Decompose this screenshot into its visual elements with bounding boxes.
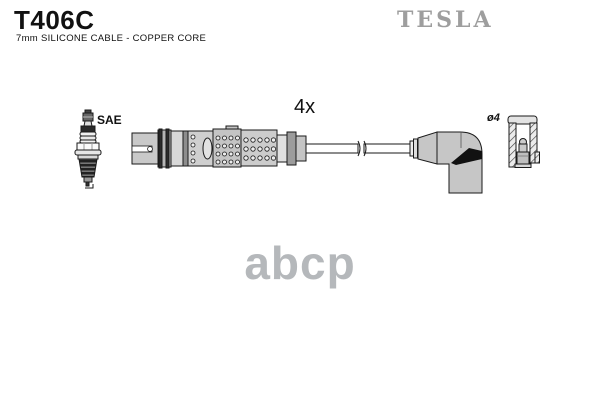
- cable-icon: [305, 140, 411, 157]
- watermark: abcp: [244, 237, 356, 289]
- cable-break-icon: [357, 140, 367, 157]
- angled-boot-icon: [409, 131, 483, 194]
- diameter-label: ø4: [487, 112, 500, 124]
- terminal-cross-section-icon: [507, 115, 540, 168]
- brand-logo: TESLA: [397, 7, 494, 33]
- straight-connector-icon: [131, 125, 307, 169]
- sae-label: SAE: [97, 113, 122, 127]
- product-subtitle: 7mm SILICONE CABLE - COPPER CORE: [16, 33, 207, 44]
- spark-plug-icon: [74, 109, 102, 189]
- quantity-label: 4x: [294, 96, 316, 118]
- part-number: T406C: [14, 5, 95, 35]
